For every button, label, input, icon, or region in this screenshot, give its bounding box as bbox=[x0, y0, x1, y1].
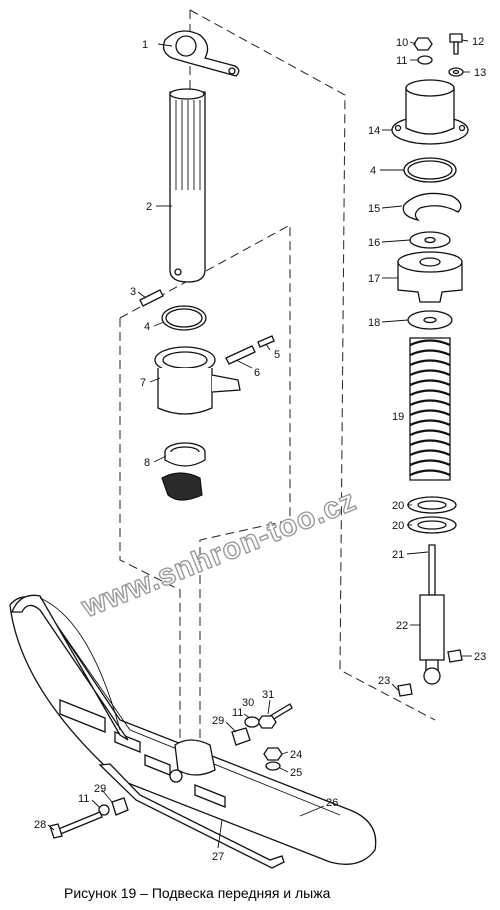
callout-29: 29 bbox=[212, 715, 224, 727]
callout-8: 8 bbox=[144, 457, 150, 469]
callout-1: 1 bbox=[142, 39, 148, 51]
callout-12: 12 bbox=[472, 36, 484, 48]
part-4-o-ring bbox=[161, 305, 207, 331]
part-25-washer bbox=[265, 761, 281, 771]
callout-3: 3 bbox=[130, 286, 136, 298]
callout-18: 18 bbox=[368, 317, 380, 329]
part-27-wear-bar bbox=[98, 763, 285, 869]
part-19-spring bbox=[409, 337, 451, 481]
part-2-spindle-tube bbox=[169, 88, 206, 283]
callout-11-left: 11 bbox=[78, 793, 89, 805]
callout-16: 16 bbox=[368, 237, 380, 249]
callout-7: 7 bbox=[140, 377, 146, 389]
callout-5: 5 bbox=[274, 349, 280, 361]
part-20-spacer-upper bbox=[407, 496, 457, 514]
part-23-bushing-left bbox=[397, 683, 413, 697]
part-11-washer bbox=[417, 55, 433, 65]
part-18-washer bbox=[407, 310, 453, 330]
part-29-bushing-left bbox=[111, 797, 129, 816]
ski-loop-handle bbox=[11, 594, 129, 741]
callout-22: 22 bbox=[396, 620, 408, 632]
part-7-steering-housing bbox=[154, 346, 241, 415]
leader-lines bbox=[47, 39, 472, 849]
part-3-pin bbox=[139, 289, 164, 307]
callout-20-lower: 20 bbox=[392, 520, 404, 532]
part-29-bushing bbox=[231, 727, 251, 746]
part-10-nut bbox=[413, 37, 433, 51]
part-11-washer-lower bbox=[244, 716, 260, 728]
part-17-spring-seat bbox=[397, 251, 463, 303]
part-8-bushing bbox=[161, 442, 206, 501]
callout-2: 2 bbox=[146, 201, 152, 213]
part-1-spanner-wrench bbox=[162, 30, 240, 77]
callout-23-right: 23 bbox=[474, 651, 486, 663]
part-13-washer bbox=[448, 67, 464, 77]
callout-15: 15 bbox=[368, 203, 380, 215]
callout-14: 14 bbox=[368, 125, 380, 137]
part-11-washer-left bbox=[98, 804, 110, 816]
part-20-spacer-lower bbox=[407, 516, 457, 534]
part-12-bolt bbox=[449, 33, 463, 55]
part-24-nut bbox=[263, 747, 283, 761]
part-23-bushing-right bbox=[447, 649, 463, 663]
part-4-o-ring-upper bbox=[403, 157, 457, 183]
callout-11: 11 bbox=[396, 55, 407, 67]
figure-caption: Рисунок 19 – Подвеска передняя и лыжа bbox=[64, 885, 331, 901]
callout-19: 19 bbox=[392, 411, 404, 423]
callout-13: 13 bbox=[474, 67, 486, 79]
callout-26: 26 bbox=[326, 797, 338, 809]
part-14-upper-mount bbox=[391, 79, 469, 145]
part-15-retaining-ring bbox=[402, 192, 462, 222]
part-6-stud bbox=[225, 345, 256, 365]
part-16-washer bbox=[409, 231, 451, 249]
callout-27: 27 bbox=[212, 851, 224, 863]
callout-17: 17 bbox=[368, 273, 380, 285]
callout-23-left: 23 bbox=[378, 675, 390, 687]
callout-6: 6 bbox=[254, 367, 260, 379]
callout-11-lower: 11 bbox=[232, 707, 243, 719]
callout-labels: 1 2 3 4 5 6 7 8 10 12 11 13 14 4 15 16 1… bbox=[34, 36, 486, 863]
callout-30: 30 bbox=[242, 697, 254, 709]
callout-21: 21 bbox=[392, 549, 404, 561]
callout-20-upper: 20 bbox=[392, 500, 404, 512]
callout-4-upper: 4 bbox=[370, 165, 376, 177]
callout-31: 31 bbox=[262, 689, 274, 701]
callout-29-left: 29 bbox=[94, 783, 106, 795]
callout-24: 24 bbox=[290, 749, 302, 761]
part-30-nut bbox=[257, 715, 277, 729]
part-5-stud bbox=[257, 335, 275, 348]
watermark: www.snhron-too.cz bbox=[76, 484, 361, 625]
part-21-22-shock-absorber bbox=[419, 544, 445, 685]
callout-28: 28 bbox=[34, 819, 46, 831]
callout-10: 10 bbox=[396, 37, 408, 49]
callout-25: 25 bbox=[290, 767, 302, 779]
part-28-bolt bbox=[49, 811, 103, 839]
callout-4: 4 bbox=[144, 321, 150, 333]
